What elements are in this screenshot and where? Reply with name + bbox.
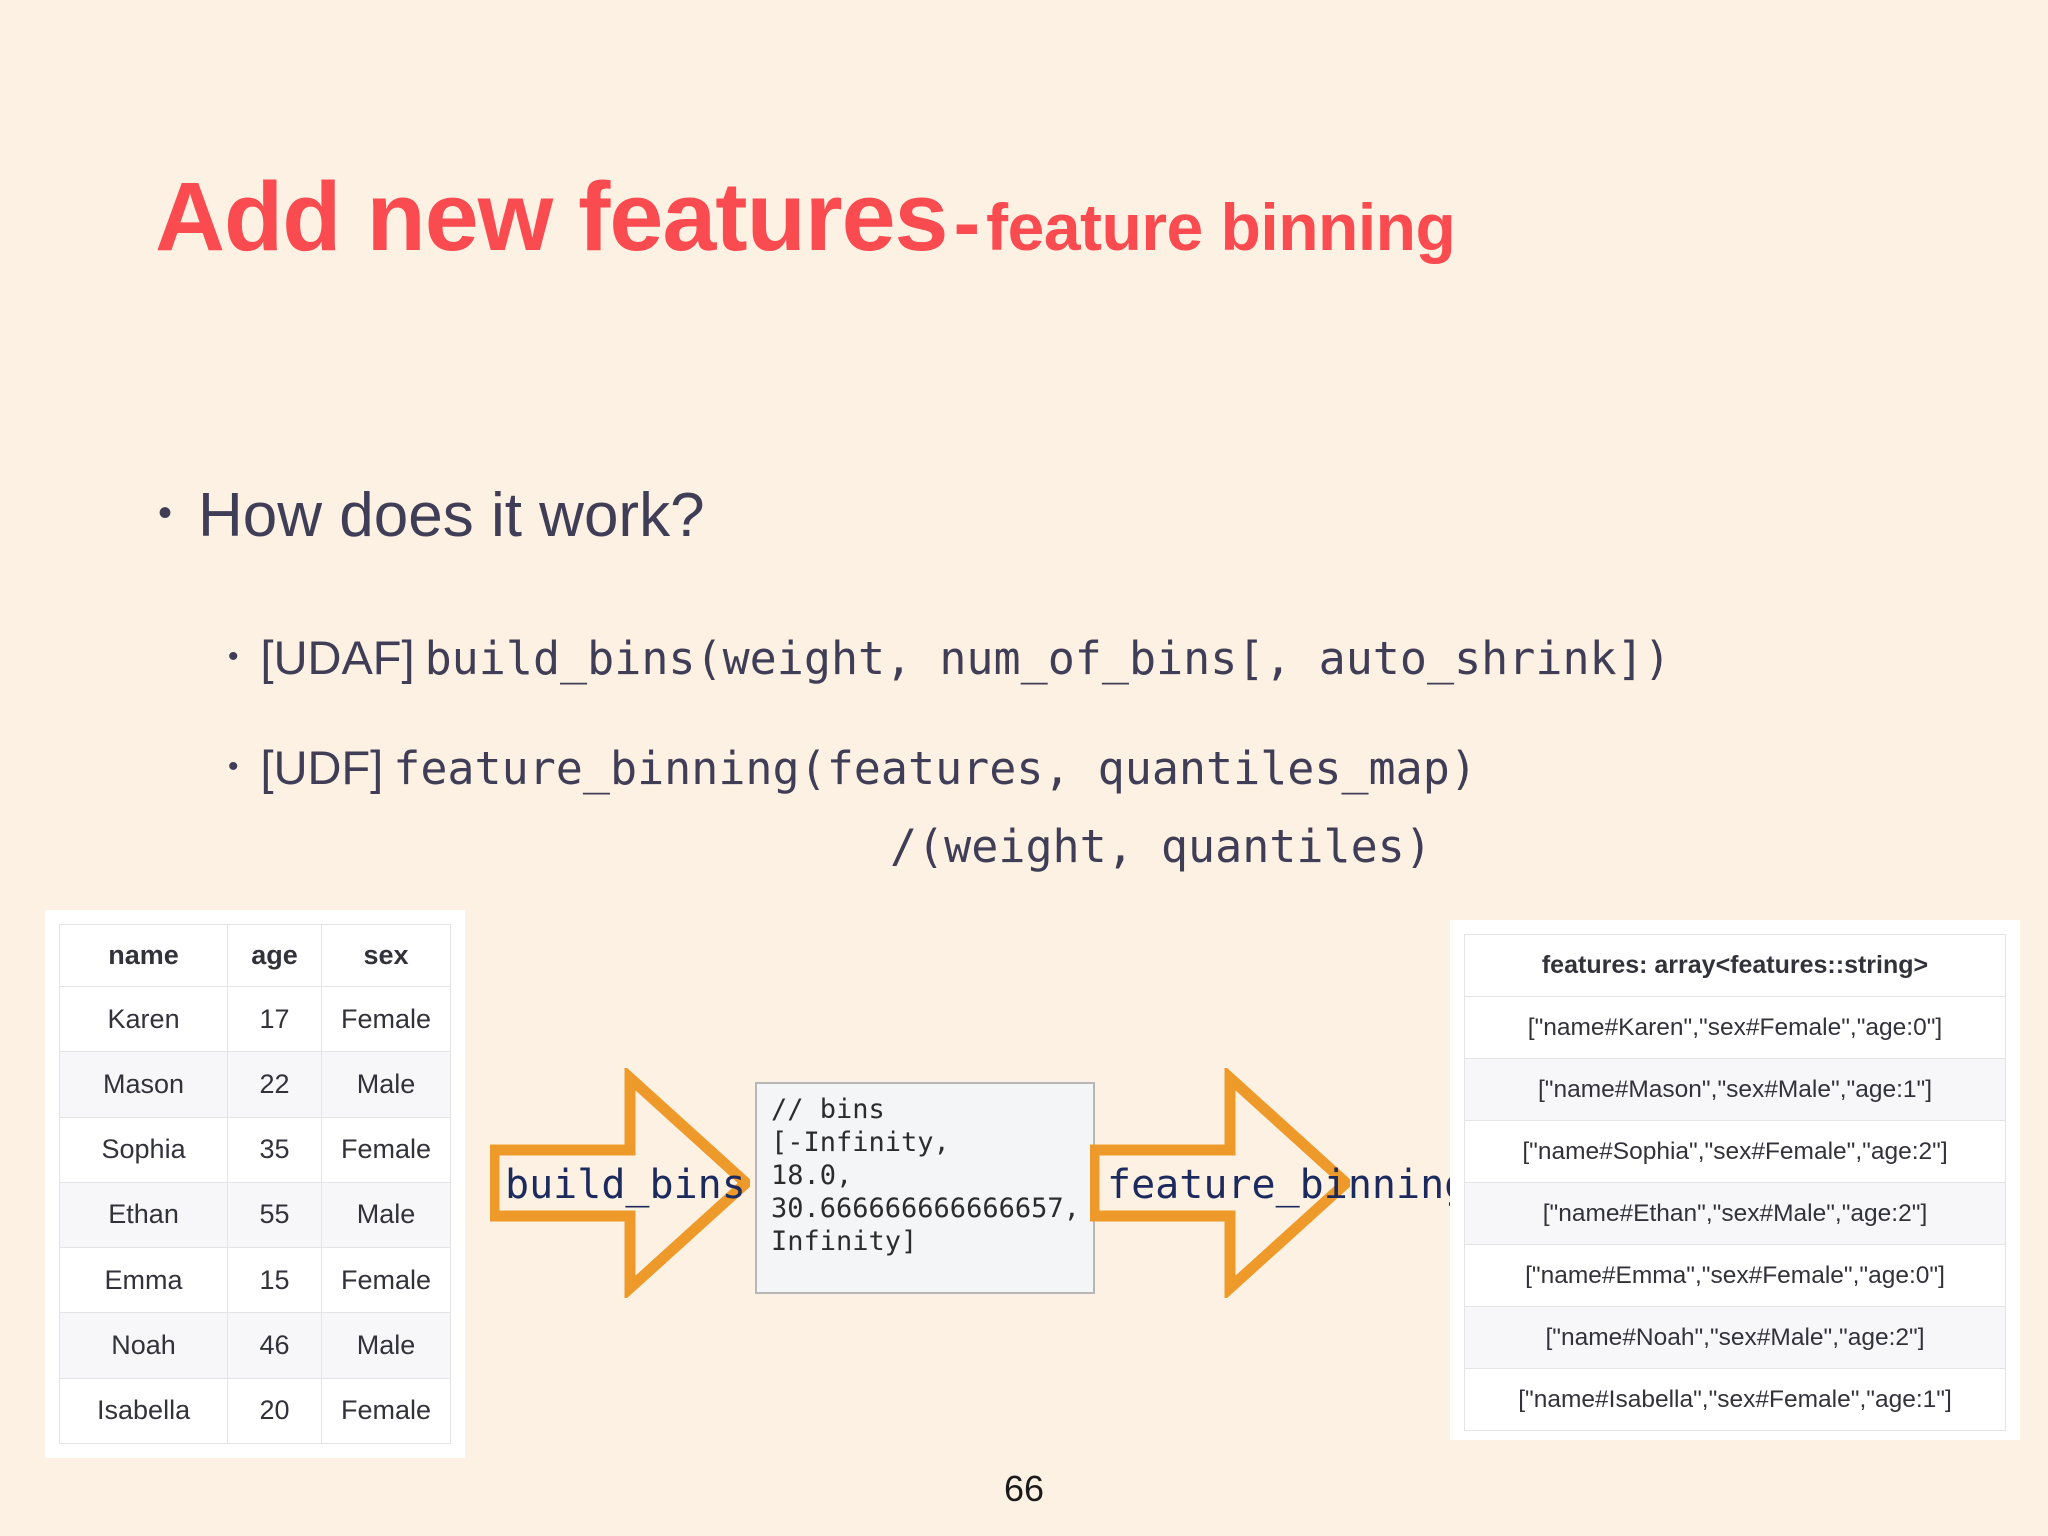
cell-name: Mason bbox=[58, 1051, 229, 1118]
cell-sex: Male bbox=[320, 1051, 452, 1118]
cell-age: 17 bbox=[227, 985, 322, 1053]
build-bins-signature: build_bins(weight, num_of_bins[, auto_sh… bbox=[424, 632, 1671, 685]
cell-sex: Female bbox=[320, 985, 452, 1053]
bullet-text: How does it work? bbox=[198, 481, 705, 550]
column-header-features: features: array<features::string> bbox=[1464, 934, 2006, 997]
cell-age: 20 bbox=[227, 1377, 322, 1445]
build-bins-arrow-label: build_bins bbox=[505, 1162, 746, 1208]
table-row: ["name#Emma","sex#Female","age:0"] bbox=[1464, 1244, 2006, 1307]
cell-sex: Female bbox=[320, 1116, 452, 1183]
cell-features: ["name#Isabella","sex#Female","age:1"] bbox=[1464, 1368, 2006, 1431]
cell-sex: Female bbox=[320, 1247, 452, 1314]
bins-code-box: // bins [-Infinity, 18.0, 30.66666666666… bbox=[755, 1082, 1095, 1294]
table-row: ["name#Ethan","sex#Male","age:2"] bbox=[1464, 1182, 2006, 1245]
cell-name: Noah bbox=[58, 1312, 229, 1379]
page-title-dash: - bbox=[953, 178, 981, 267]
udaf-tag-label: [UDAF] bbox=[260, 631, 415, 684]
cell-sex: Male bbox=[320, 1312, 452, 1379]
table-row: ["name#Sophia","sex#Female","age:2"] bbox=[1464, 1120, 2006, 1183]
table-row: Isabella 20 Female bbox=[58, 1377, 452, 1445]
column-header-age: age bbox=[227, 924, 322, 987]
cell-features: ["name#Sophia","sex#Female","age:2"] bbox=[1464, 1120, 2006, 1183]
table-row: Ethan 55 Male bbox=[58, 1181, 452, 1249]
arrow-shape bbox=[490, 1068, 750, 1298]
feature-binning-arrow bbox=[1090, 1068, 1350, 1298]
table-header-row: name age sex bbox=[58, 924, 452, 987]
output-features-table: features: array<features::string> ["name… bbox=[1464, 934, 2006, 1431]
table-row: Noah 46 Male bbox=[58, 1312, 452, 1379]
cell-sex: Female bbox=[320, 1377, 452, 1445]
table-row: Mason 22 Male bbox=[58, 1051, 452, 1118]
bullet-marker-icon: • bbox=[228, 640, 239, 673]
cell-features: ["name#Ethan","sex#Male","age:2"] bbox=[1464, 1182, 2006, 1245]
cell-age: 46 bbox=[227, 1312, 322, 1379]
cell-age: 55 bbox=[227, 1181, 322, 1249]
page-title-main: Add new features bbox=[155, 162, 948, 271]
cell-features: ["name#Emma","sex#Female","age:0"] bbox=[1464, 1244, 2006, 1307]
bullet-how-does-it-work: • How does it work? bbox=[158, 480, 705, 551]
cell-age: 22 bbox=[227, 1051, 322, 1118]
cell-name: Karen bbox=[58, 985, 229, 1053]
table-row: ["name#Mason","sex#Male","age:1"] bbox=[1464, 1058, 2006, 1121]
table-row: Emma 15 Female bbox=[58, 1247, 452, 1314]
cell-name: Ethan bbox=[58, 1181, 229, 1249]
table-row: ["name#Karen","sex#Female","age:0"] bbox=[1464, 996, 2006, 1059]
page-number: 66 bbox=[1003, 1468, 1045, 1509]
table-header-row: features: array<features::string> bbox=[1464, 934, 2006, 997]
table-row: ["name#Noah","sex#Male","age:2"] bbox=[1464, 1306, 2006, 1369]
bullet-marker-icon: • bbox=[228, 750, 239, 783]
cell-features: ["name#Mason","sex#Male","age:1"] bbox=[1464, 1058, 2006, 1121]
cell-features: ["name#Noah","sex#Male","age:2"] bbox=[1464, 1306, 2006, 1369]
output-table-panel: features: array<features::string> ["name… bbox=[1450, 920, 2020, 1440]
cell-name: Isabella bbox=[58, 1377, 229, 1445]
cell-name: Emma bbox=[58, 1247, 229, 1314]
cell-features: ["name#Karen","sex#Female","age:0"] bbox=[1464, 996, 2006, 1059]
feature-binning-signature: feature_binning(features, quantiles_map) bbox=[393, 742, 1477, 795]
cell-sex: Male bbox=[320, 1181, 452, 1249]
input-table-panel: name age sex Karen 17 Female Mason 22 Ma… bbox=[45, 910, 465, 1458]
feature-binning-signature-continuation: /(weight, quantiles) bbox=[890, 820, 1432, 873]
feature-binning-arrow-label: feature_binning bbox=[1107, 1162, 1469, 1208]
bullet-udaf-build-bins: • [UDAF] build_bins(weight, num_of_bins[… bbox=[228, 630, 1671, 685]
build-bins-arrow bbox=[490, 1068, 750, 1298]
column-header-sex: sex bbox=[320, 924, 452, 987]
cell-age: 15 bbox=[227, 1247, 322, 1314]
page-title-subtitle: feature binning bbox=[986, 190, 1456, 264]
column-header-name: name bbox=[58, 924, 229, 987]
arrow-shape bbox=[1090, 1068, 1350, 1298]
table-row: ["name#Isabella","sex#Female","age:1"] bbox=[1464, 1368, 2006, 1431]
cell-age: 35 bbox=[227, 1116, 322, 1183]
bullet-marker-icon: • bbox=[158, 491, 173, 535]
input-data-table: name age sex Karen 17 Female Mason 22 Ma… bbox=[58, 924, 452, 1445]
table-row: Karen 17 Female bbox=[58, 985, 452, 1053]
page-title: Add new features-feature binning bbox=[155, 168, 1456, 267]
cell-name: Sophia bbox=[58, 1116, 229, 1183]
bullet-udf-feature-binning: • [UDF] feature_binning(features, quanti… bbox=[228, 740, 1477, 795]
udf-tag-label: [UDF] bbox=[260, 741, 384, 794]
table-row: Sophia 35 Female bbox=[58, 1116, 452, 1183]
